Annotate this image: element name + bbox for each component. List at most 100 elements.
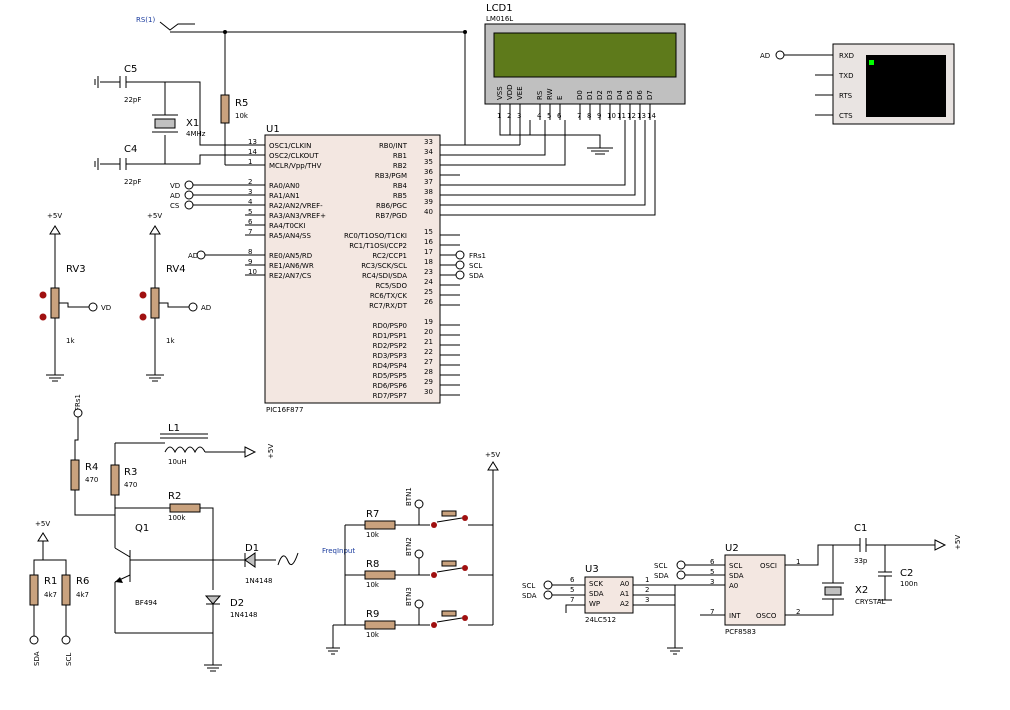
lcd1-pin-number: 11 xyxy=(617,112,626,120)
terminal-pin-rxd: RXD xyxy=(815,52,854,60)
lcd1-pin-number: 12 xyxy=(627,112,636,120)
d2-part: 1N4148 xyxy=(230,611,258,619)
r9-resistor[interactable] xyxy=(364,620,396,630)
u1-right-pin-number: 34 xyxy=(424,148,433,156)
u1-right-pin-label: RB3/PGM xyxy=(375,172,407,180)
u1-left-pin-number: 7 xyxy=(248,228,252,236)
svg-text:1: 1 xyxy=(645,576,649,584)
u1-right-pin-label: RC2/CCP1 xyxy=(372,252,407,260)
x2-crystal[interactable] xyxy=(824,586,842,596)
virtual-terminal[interactable] xyxy=(832,43,955,125)
cs-label: CS xyxy=(170,202,180,210)
u3-sda-port[interactable] xyxy=(543,590,553,600)
r8-resistor[interactable] xyxy=(364,570,396,580)
u1-left-pin-number: 1 xyxy=(248,158,252,166)
lcd1-pin-number: 9 xyxy=(597,112,601,120)
lcd1-pin-number: 3 xyxy=(517,112,521,120)
u1-pic16f877[interactable] xyxy=(264,134,441,404)
u2-scl-port[interactable] xyxy=(676,560,686,570)
ad2-port[interactable] xyxy=(196,250,206,260)
l1-value: 10uH xyxy=(168,458,187,466)
u1-right-pin-number: 16 xyxy=(424,238,433,246)
frs1-label: FRs1 xyxy=(469,252,486,260)
rv4-ad-label: AD xyxy=(201,304,211,312)
r3-resistor[interactable] xyxy=(110,464,120,496)
btn2-port[interactable] xyxy=(414,549,424,559)
u2-rtc[interactable] xyxy=(724,554,786,626)
u1-left-pin-label: RA4/T0CKI xyxy=(269,222,305,230)
u1-right-pin-label: RC0/T1OSO/T1CKI xyxy=(344,232,407,240)
rv3-pot[interactable] xyxy=(50,287,60,319)
lcd1-pin-number: 8 xyxy=(587,112,591,120)
svg-text:SDA: SDA xyxy=(729,572,744,580)
u1-right-pin-label: RD6/PSP6 xyxy=(373,382,408,390)
rv4-ad-port[interactable] xyxy=(188,302,198,312)
lcd1-pin-label: D6 xyxy=(636,90,644,100)
u1-right-pin-number: 35 xyxy=(424,158,433,166)
u1-pins: OSC1/CLKIN13OSC2/CLKOUT14MCLR/Vpp/THV1RA… xyxy=(245,138,460,400)
scl-label: SCL xyxy=(469,262,482,270)
r4-ref: R4 xyxy=(85,462,98,473)
u1-left-pin-label: RE0/AN5/RD xyxy=(269,252,312,260)
btn3-port[interactable] xyxy=(414,599,424,609)
lcd1-pin-label: VSS xyxy=(496,86,504,100)
terminal-pin-rts: RTS xyxy=(815,92,853,100)
u1-right-pin-label: RC4/SDI/SDA xyxy=(362,272,407,280)
u2-part: PCF8583 xyxy=(725,628,756,636)
r4-resistor[interactable] xyxy=(70,459,80,491)
u1-right-pin-label: RD0/PSP0 xyxy=(373,322,407,330)
svg-text:RTS: RTS xyxy=(839,92,853,100)
u1-right-pin-number: 40 xyxy=(424,208,433,216)
lcd1-pin-label: D1 xyxy=(586,90,594,100)
u1-left-pin-label: RA2/AN2/VREF- xyxy=(269,202,323,210)
r4-value: 470 xyxy=(85,476,98,484)
cs-port[interactable] xyxy=(184,200,194,210)
terminal-ad-port[interactable] xyxy=(775,50,785,60)
rv3-supply: +5V xyxy=(47,212,62,220)
r8-value: 10k xyxy=(366,581,380,589)
d1-diode[interactable] xyxy=(244,552,256,568)
lcd1-pin-label: RS xyxy=(536,90,544,100)
btn3-switch[interactable] xyxy=(431,610,468,628)
u1-left-pin-number: 8 xyxy=(248,248,252,256)
u2-sda-port[interactable] xyxy=(676,570,686,580)
d2-diode[interactable] xyxy=(204,595,222,605)
r5-resistor[interactable] xyxy=(220,94,230,124)
lcd1-display[interactable] xyxy=(484,23,686,105)
scl-port[interactable] xyxy=(455,260,465,270)
rv3-vd-port[interactable] xyxy=(88,302,98,312)
frs1-port[interactable] xyxy=(455,250,465,260)
lcd1-pin-number: 10 xyxy=(607,112,616,120)
ad-port[interactable] xyxy=(184,190,194,200)
btn2-switch[interactable] xyxy=(431,560,468,578)
r7-resistor[interactable] xyxy=(364,520,396,530)
u1-left-pin-number: 13 xyxy=(248,138,257,146)
svg-text:5: 5 xyxy=(710,568,714,576)
vd-port[interactable] xyxy=(184,180,194,190)
rv4-value: 1k xyxy=(166,337,175,345)
sda-port[interactable] xyxy=(455,270,465,280)
r2-resistor[interactable] xyxy=(169,503,201,513)
l1-inductor[interactable] xyxy=(164,446,206,454)
svg-text:6: 6 xyxy=(710,558,715,566)
x1-crystal[interactable] xyxy=(154,118,176,129)
btn1-port[interactable] xyxy=(414,499,424,509)
svg-text:TXD: TXD xyxy=(838,72,853,80)
u2-ref: U2 xyxy=(725,543,739,554)
scl-pullup-port[interactable] xyxy=(61,635,71,645)
sda-pullup-port[interactable] xyxy=(29,635,39,645)
u1-right-pin-number: 30 xyxy=(424,388,433,396)
r5-value: 10k xyxy=(235,112,249,120)
c4-ref: C4 xyxy=(124,144,137,155)
rv3-value: 1k xyxy=(66,337,75,345)
lcd1-pin-label: D7 xyxy=(646,90,654,100)
lcd1-pin-number: 13 xyxy=(637,112,646,120)
r6-resistor[interactable] xyxy=(61,574,71,606)
r1-resistor[interactable] xyxy=(29,574,39,606)
frs1-input-port[interactable] xyxy=(73,408,83,418)
rv4-pot[interactable] xyxy=(150,287,160,319)
btn1-switch[interactable] xyxy=(431,510,468,528)
freqinput-label: FreqInput xyxy=(322,547,355,555)
u3-scl-port[interactable] xyxy=(543,580,553,590)
x1-ref: X1 xyxy=(186,118,199,129)
